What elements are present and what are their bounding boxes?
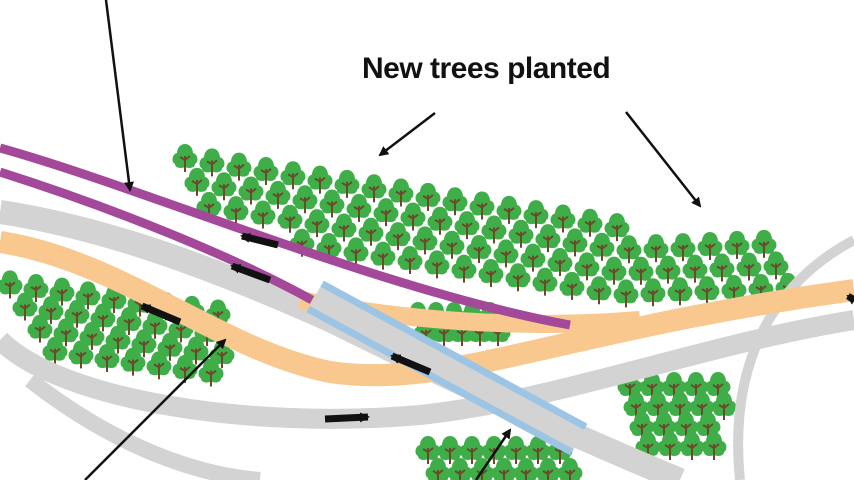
tree-icon <box>512 457 540 480</box>
tree-icon <box>700 431 728 461</box>
arrow-icon <box>230 262 272 284</box>
callout-pointers <box>84 0 702 480</box>
tree-icon <box>678 431 706 461</box>
grey-road-bottom <box>0 310 854 429</box>
tree-icon <box>424 457 452 480</box>
tree-icon <box>556 457 584 480</box>
tree-icon <box>490 457 518 480</box>
pointer-trees-left <box>378 112 436 157</box>
traffic-arrows <box>140 232 854 423</box>
pointer-trees-right <box>625 111 702 208</box>
tree-icon <box>171 143 199 173</box>
tree-icon <box>666 276 694 307</box>
pointer-bridge <box>474 428 512 480</box>
rail-line-lower <box>0 167 315 304</box>
arrow-icon <box>390 352 432 376</box>
tree-icon <box>534 457 562 480</box>
arrow-icon <box>240 232 279 249</box>
arrow-icon <box>140 302 182 326</box>
arrow-icon <box>846 293 854 305</box>
arrow-icon <box>324 412 370 423</box>
tree-icon <box>0 269 24 300</box>
tree-icon <box>693 275 721 306</box>
tree-icon <box>446 457 474 480</box>
bridge <box>306 280 588 456</box>
pointer-rail <box>104 0 134 192</box>
tree-icon <box>656 431 684 461</box>
rail-line-upper <box>0 143 571 330</box>
pointer-orange-road <box>84 338 227 480</box>
tree-icon <box>639 277 667 308</box>
tree-icon <box>612 278 640 309</box>
grey-road-lower-left <box>25 373 261 480</box>
new-trees-label: New trees planted <box>362 52 611 85</box>
tree-icon <box>710 391 738 421</box>
